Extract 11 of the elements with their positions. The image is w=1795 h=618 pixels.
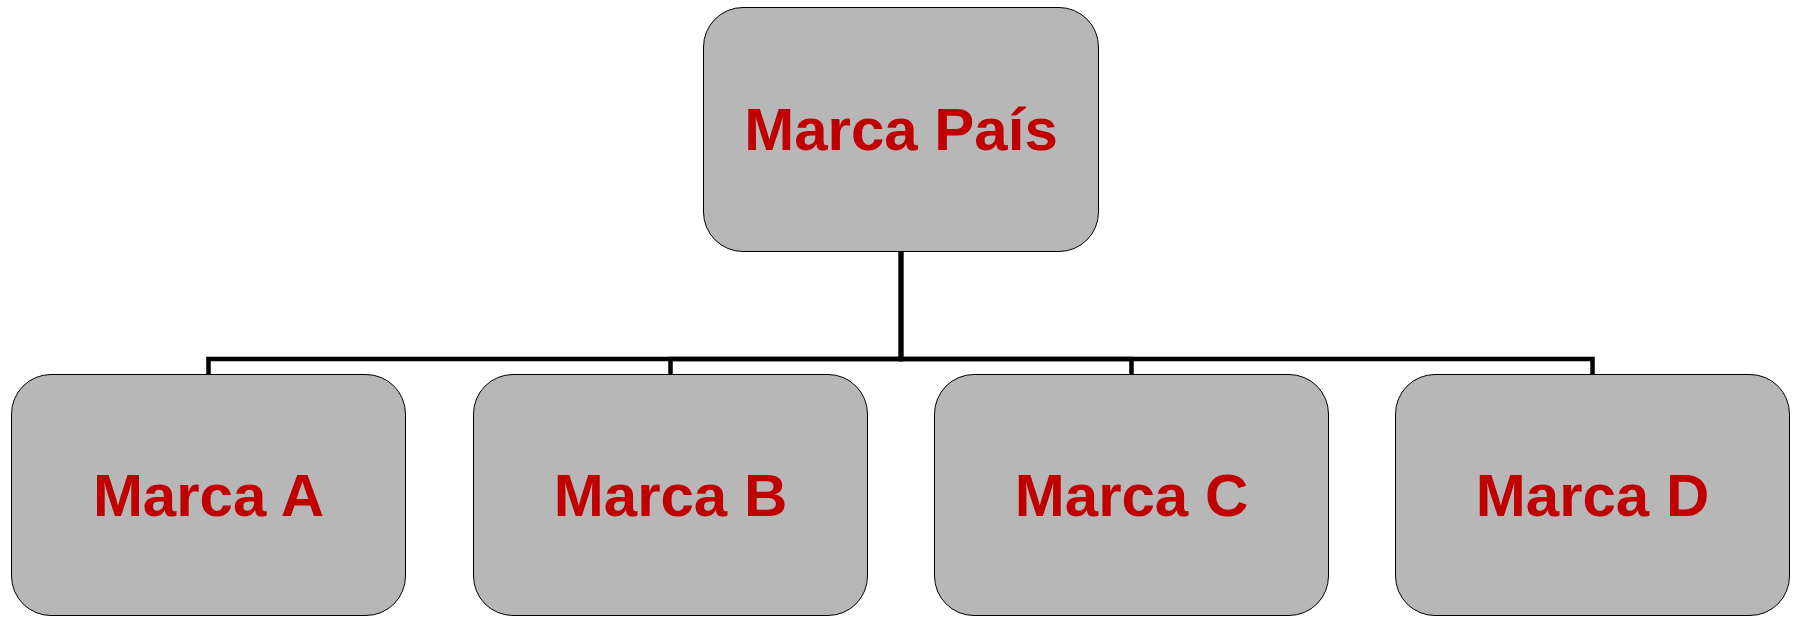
box-label: Marca A xyxy=(92,460,325,530)
box-label: Marca C xyxy=(1014,460,1249,530)
box-label: Marca País xyxy=(744,95,1058,164)
box-label: Marca D xyxy=(1475,460,1710,530)
rounded-box xyxy=(473,374,868,616)
rounded-box xyxy=(11,374,406,616)
box-label: Marca B xyxy=(553,460,788,530)
rounded-box xyxy=(1395,374,1790,616)
rounded-box xyxy=(703,7,1099,252)
connector-line xyxy=(898,252,1595,374)
rounded-box xyxy=(934,374,1329,616)
